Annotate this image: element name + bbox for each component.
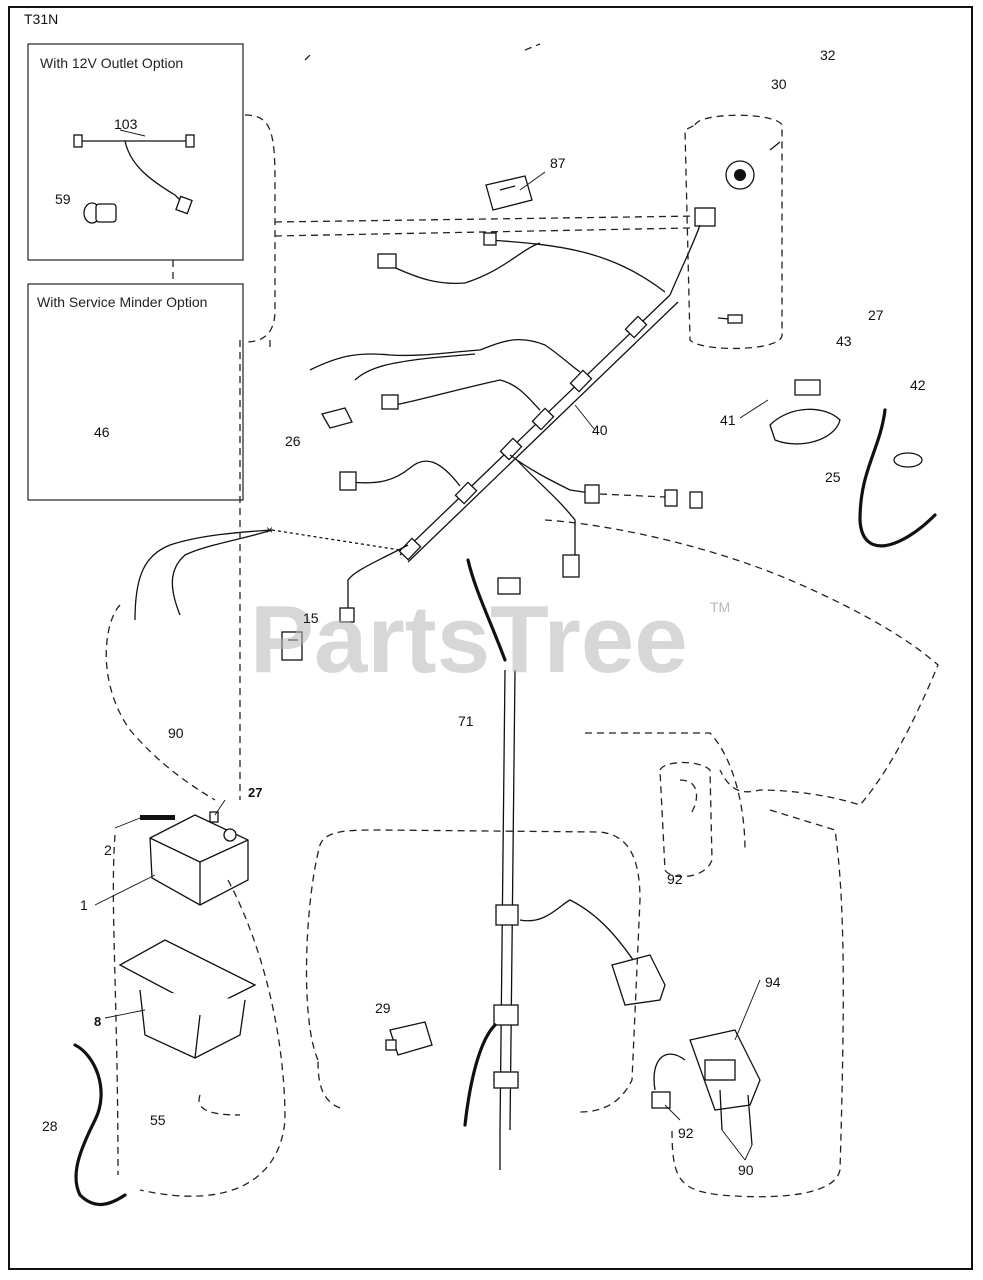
outline-upper-left: [244, 114, 276, 343]
cable-28: [73, 1043, 127, 1206]
label-103: 103: [114, 116, 138, 132]
label-87: 87: [550, 155, 566, 171]
switch-assembly-25: [769, 379, 841, 445]
label-46: 46: [94, 424, 110, 440]
fuse-26: [321, 407, 353, 429]
ignition-switch-30: [725, 141, 781, 190]
connector-seat-switch: [377, 253, 397, 269]
label-27-battery: 27: [248, 785, 262, 800]
label-29: 29: [375, 1000, 391, 1016]
label-94: 94: [765, 974, 781, 990]
outlet-harness-103: [73, 134, 195, 215]
diagram-frame: [8, 6, 973, 1270]
label-32: 32: [820, 47, 836, 63]
svg-text:×: ×: [266, 523, 273, 537]
battery-terminal: [140, 815, 175, 820]
label-30: 30: [771, 76, 787, 92]
solenoid-94: [611, 954, 761, 1146]
label-55: 55: [150, 1112, 166, 1128]
watermark: PartsTree: [250, 586, 688, 693]
main-wire-harness-40: [398, 224, 701, 563]
connector-ignition: [694, 207, 716, 227]
frame-outline-right: [544, 519, 939, 806]
watermark-tm: TM: [710, 599, 730, 615]
label-42: 42: [910, 377, 926, 393]
inset-service-box: [27, 283, 244, 501]
connector-down: [562, 554, 580, 578]
label-41: 41: [720, 412, 736, 428]
label-40: 40: [592, 422, 608, 438]
battery-1: [140, 811, 249, 906]
inset-12v-box: [27, 43, 244, 261]
battery-tray-8: [118, 939, 257, 1059]
cable-71: [463, 558, 641, 1170]
diagram-code: T31N: [24, 11, 58, 27]
label-90-left: 90: [168, 725, 184, 741]
label-1: 1: [80, 897, 88, 913]
label-28: 28: [42, 1118, 58, 1134]
label-15: 15: [303, 610, 319, 626]
label-26: 26: [285, 433, 301, 449]
label-71: 71: [458, 713, 474, 729]
label-90-right: 90: [738, 1162, 754, 1178]
label-25: 25: [825, 469, 841, 485]
rear-outline-right: [671, 809, 844, 1198]
label-2: 2: [104, 842, 112, 858]
inset-service-title: With Service Minder Option: [37, 294, 207, 310]
fender-outline: [305, 829, 641, 1113]
relay-87: [485, 175, 533, 211]
label-92-top: 92: [667, 871, 683, 887]
label-43: 43: [836, 333, 852, 349]
switch-29: [385, 1021, 433, 1056]
label-27-top: 27: [868, 307, 884, 323]
switch-15: [281, 631, 303, 661]
label-92-bottom: 92: [678, 1125, 694, 1141]
floor-outline: [139, 879, 286, 1197]
connector-left: [339, 471, 357, 491]
wire-42: [858, 408, 937, 548]
inset-12v-title: With 12V Outlet Option: [40, 55, 183, 71]
label-59: 59: [55, 191, 71, 207]
grommet-42: [893, 452, 923, 468]
outlet-socket-59: [83, 202, 117, 224]
label-8: 8: [94, 1014, 101, 1029]
seat-outline: [684, 114, 783, 350]
